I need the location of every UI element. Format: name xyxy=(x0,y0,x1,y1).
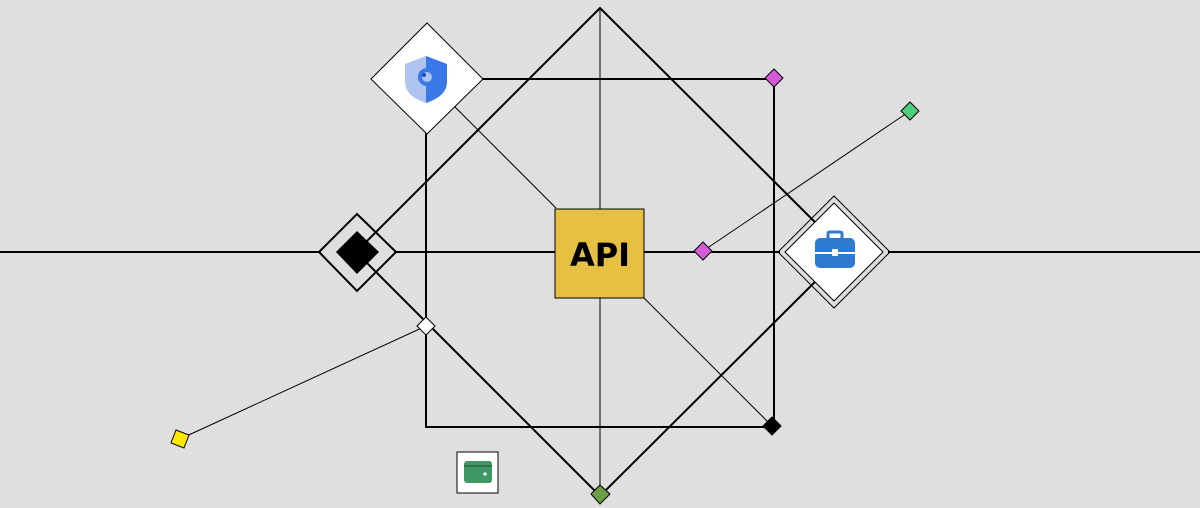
port-green[interactable] xyxy=(900,101,920,121)
shield-eye-icon xyxy=(405,56,447,103)
port-white[interactable] xyxy=(416,316,436,336)
port-olive[interactable] xyxy=(590,484,611,505)
wallet-icon xyxy=(464,461,492,483)
business-node[interactable] xyxy=(777,195,891,309)
security-node[interactable] xyxy=(370,22,484,135)
port-center-magenta[interactable] xyxy=(693,241,713,261)
business-node-outer-frame xyxy=(777,195,891,309)
black-diamond xyxy=(336,231,379,274)
port-top-right[interactable] xyxy=(764,68,784,88)
briefcase-icon xyxy=(815,230,855,268)
port-yellow[interactable] xyxy=(170,429,190,449)
connector-security-api xyxy=(454,106,557,209)
port-bottom-right[interactable] xyxy=(762,416,782,436)
api-node-label: API xyxy=(570,236,630,274)
api-node[interactable]: API xyxy=(554,208,645,299)
hub-node[interactable] xyxy=(317,212,398,293)
api-node-box xyxy=(554,208,645,299)
connector-magenta-green xyxy=(702,110,911,252)
connector-white-yellow xyxy=(179,325,427,440)
wallet-node[interactable] xyxy=(456,451,499,494)
connector-api-corner xyxy=(643,297,773,427)
hub-node-frame xyxy=(317,212,398,293)
